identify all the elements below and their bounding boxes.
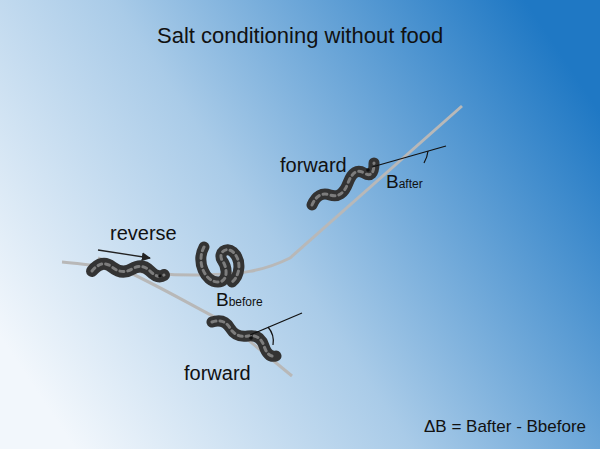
- worm-bodies: [92, 163, 374, 356]
- angle-arc: [424, 151, 428, 163]
- figure-title: Salt conditioning without food: [157, 24, 443, 48]
- direction-label: forward: [184, 362, 251, 384]
- angle-label: Bbefore: [216, 290, 263, 311]
- formula-label: ΔB = Bafter - Bbefore: [424, 418, 586, 437]
- direction-arrow: [98, 250, 150, 258]
- angle-label: Bafter: [386, 172, 423, 193]
- direction-label: reverse: [110, 222, 177, 244]
- worm-track: [62, 106, 462, 275]
- angle-line: [372, 146, 446, 167]
- direction-label: forward: [280, 154, 347, 176]
- worm-dots: [158, 168, 370, 340]
- angle-line: [250, 313, 302, 335]
- angle-arc: [268, 327, 273, 345]
